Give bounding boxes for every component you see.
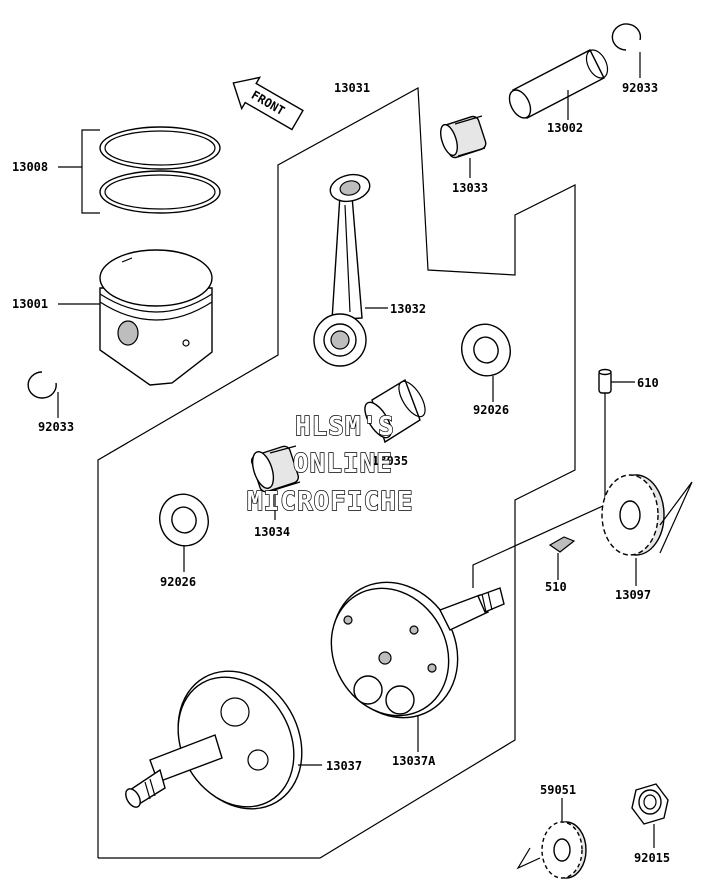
- label-610: 610: [637, 376, 659, 390]
- label-13037A: 13037A: [392, 754, 436, 768]
- label-92033-top: 92033: [622, 81, 658, 95]
- piston-pin-13002[interactable]: [505, 47, 612, 122]
- gear-13097[interactable]: [601, 474, 665, 556]
- needle-bearing-13033[interactable]: [437, 115, 487, 159]
- label-13097: 13097: [615, 588, 651, 602]
- thrust-washer-92026-left[interactable]: [153, 487, 216, 552]
- nut-92015[interactable]: [631, 783, 669, 825]
- label-13031: 13031: [334, 81, 370, 95]
- label-13034: 13034: [254, 525, 290, 539]
- crank-pin-13035[interactable]: [360, 377, 430, 444]
- front-direction-arrow[interactable]: FRONT: [224, 67, 306, 135]
- label-13008: 13008: [12, 160, 48, 174]
- gear-59051-hint: [516, 847, 541, 870]
- label-59051: 59051: [540, 783, 576, 797]
- needle-bearing-13034[interactable]: [249, 445, 301, 494]
- gear-13097-hint: [659, 481, 693, 554]
- label-13035: 13035: [372, 454, 408, 468]
- watermark-line-2: ONLINE: [293, 449, 393, 479]
- label-13001: 13001: [12, 297, 48, 311]
- pin-610-guide: [472, 393, 606, 588]
- label-92033-left: 92033: [38, 420, 74, 434]
- label-13002: 13002: [547, 121, 583, 135]
- crankshaft-right-13037A[interactable]: [308, 559, 505, 740]
- label-13033: 13033: [452, 181, 488, 195]
- circlip-92033-left[interactable]: [27, 371, 57, 399]
- leader-13008: [81, 129, 100, 214]
- gear-59051[interactable]: [541, 821, 587, 879]
- label-92026-left: 92026: [160, 575, 196, 589]
- label-510: 510: [545, 580, 567, 594]
- label-92026-right: 92026: [473, 403, 509, 417]
- piston-rings-13008[interactable]: [99, 126, 221, 214]
- thrust-washer-92026-right[interactable]: [455, 317, 518, 382]
- watermark-line-3: MICROFICHE: [247, 487, 414, 517]
- label-92015: 92015: [634, 851, 670, 865]
- label-13037: 13037: [326, 759, 362, 773]
- connecting-rod-13032[interactable]: [313, 171, 372, 367]
- watermark-line-1: HLSM'S: [295, 412, 395, 442]
- crankshaft-left-13037[interactable]: [123, 649, 326, 832]
- assembly-outline: [97, 87, 576, 859]
- circlip-92033-top[interactable]: [611, 23, 642, 51]
- woodruff-key-510[interactable]: [548, 536, 576, 553]
- piston-13001[interactable]: [99, 249, 213, 386]
- pin-610[interactable]: [598, 368, 612, 394]
- label-13032: 13032: [390, 302, 426, 316]
